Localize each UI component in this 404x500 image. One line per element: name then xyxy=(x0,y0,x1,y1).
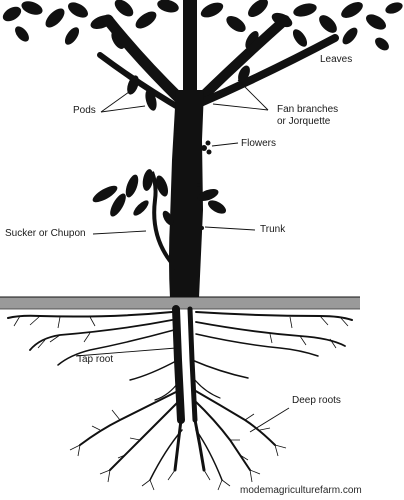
label-trunk: Trunk xyxy=(260,224,286,235)
label-sucker-or-chupon: Sucker or Chupon xyxy=(5,228,86,239)
trunk-shape xyxy=(169,90,204,298)
label-fan-branches-line1: Fan branches xyxy=(277,104,339,115)
flowers xyxy=(174,130,212,230)
fine-rootlets xyxy=(13,315,349,491)
label-pods: Pods xyxy=(73,105,96,116)
soil-line xyxy=(0,296,360,310)
label-deep-roots: Deep roots xyxy=(292,395,341,406)
label-tap-root: Tap root xyxy=(77,354,114,365)
label-pointers xyxy=(75,79,290,433)
label-leaves: Leaves xyxy=(320,54,353,65)
sucker-shoot xyxy=(92,169,227,270)
fan-branches xyxy=(97,0,339,113)
watermark-text: modemagriculturefarm.com xyxy=(240,485,362,496)
label-flowers: Flowers xyxy=(241,138,277,149)
pods xyxy=(127,65,250,111)
canopy-leaves xyxy=(2,0,403,51)
label-fan-branches-line2: or Jorquette xyxy=(277,116,331,127)
